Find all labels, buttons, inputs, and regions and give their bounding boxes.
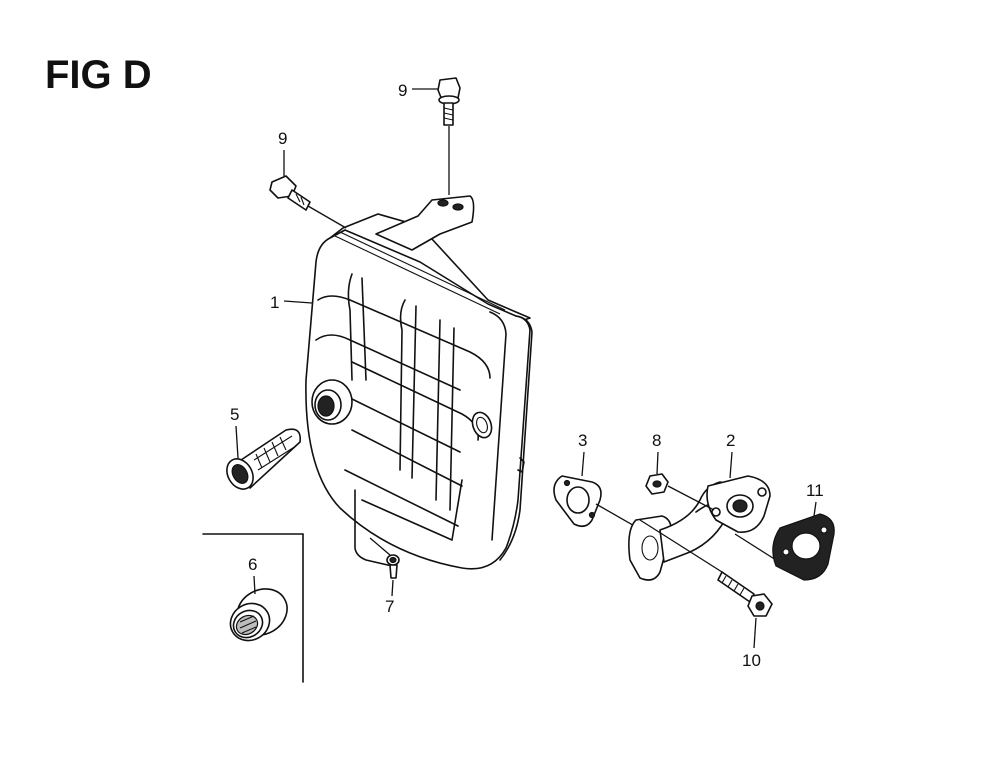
detail-inset-6 (202, 533, 304, 683)
callout-7: 7 (385, 597, 394, 616)
bolt-9-top (437, 77, 461, 195)
nut-8 (645, 473, 715, 511)
callout-6: 6 (248, 555, 257, 574)
callout-9-left: 9 (278, 129, 287, 148)
bolt-9-left (269, 175, 347, 229)
callout-9-top: 9 (398, 81, 407, 100)
callout-11: 11 (806, 481, 824, 500)
exhaust-pipe-2 (628, 475, 771, 581)
spark-arrester-5 (226, 428, 302, 490)
callout-10: 10 (742, 651, 761, 670)
gasket-3 (553, 475, 639, 529)
screw-7 (369, 537, 400, 579)
callout-5: 5 (230, 405, 239, 424)
callout-8: 8 (652, 431, 661, 450)
figure-title: FIG D (45, 53, 152, 97)
muffler-body (305, 213, 533, 570)
callout-1: 1 (270, 293, 279, 312)
callouts: 1 2 3 5 6 7 8 9 9 10 11 (230, 81, 824, 670)
muffler-bracket (375, 195, 475, 251)
bolt-10 (639, 519, 773, 617)
callout-3: 3 (578, 431, 587, 450)
spark-arrester-cap-6 (229, 588, 288, 642)
gasket-11 (734, 513, 835, 581)
callout-2: 2 (726, 431, 735, 450)
